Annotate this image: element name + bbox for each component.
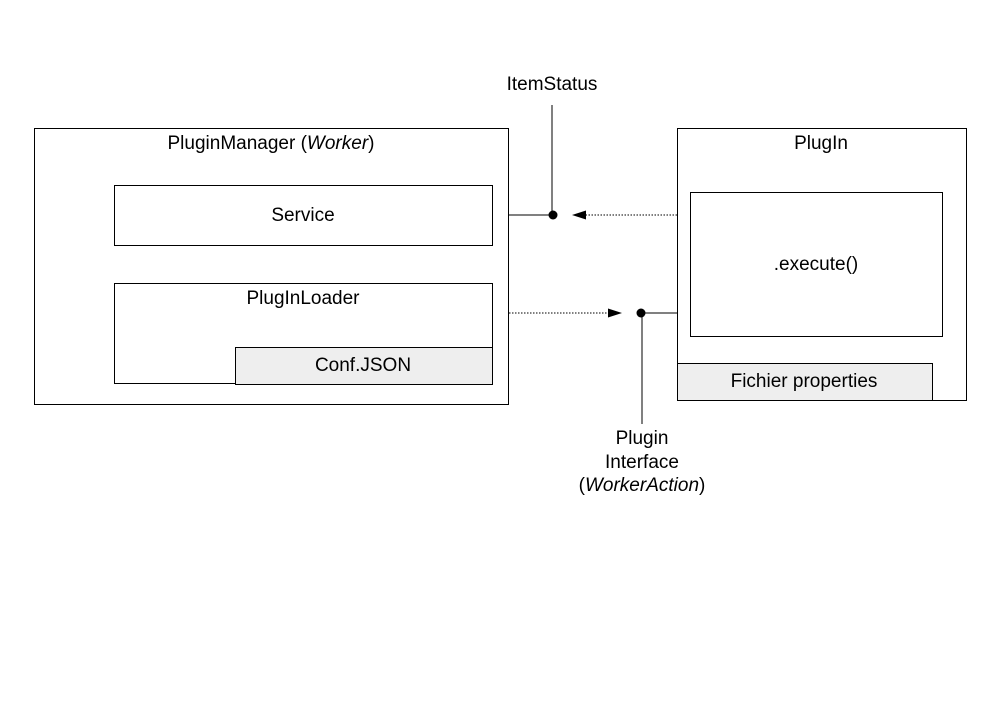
plugin-interface-line2: Interface: [605, 451, 679, 473]
item-status-label: ItemStatus: [506, 74, 598, 95]
plugin-title: PlugIn: [794, 133, 848, 154]
plugin-manager-title: PluginManager (Worker): [168, 133, 375, 155]
execute-label: .execute(): [773, 254, 859, 275]
plugin-manager-title-main: PluginManager (: [167, 133, 307, 154]
item-status-dot: [548, 210, 558, 220]
conf-json-label: Conf.JSON: [314, 355, 412, 376]
plugin-loader-label: PlugInLoader: [246, 288, 360, 309]
service-box: [114, 185, 493, 246]
service-label: Service: [271, 205, 335, 226]
execute-box: [690, 192, 943, 337]
properties-box: [677, 363, 933, 401]
manager-to-plugin-interface-arrowhead: [608, 308, 622, 318]
plugin-to-item-status-arrowhead: [572, 210, 586, 220]
plugin-interface-line3: (WorkerAction): [579, 474, 706, 498]
plugin-manager-title-italic: Worker: [306, 133, 369, 154]
plugin-interface-line1: Plugin: [615, 428, 669, 449]
plugin-interface-line3-close: ): [699, 475, 706, 496]
conf-json-box: [235, 347, 493, 385]
plugin-interface-label: Plugin Interface (WorkerAction): [579, 427, 706, 498]
properties-label: Fichier properties: [730, 371, 878, 392]
plugin-interface-line3-italic: WorkerAction: [584, 475, 700, 496]
plugin-manager-title-close: ): [368, 133, 375, 154]
plugin-interface-line3-open: (: [578, 475, 585, 496]
plugin-interface-dot: [636, 308, 646, 318]
